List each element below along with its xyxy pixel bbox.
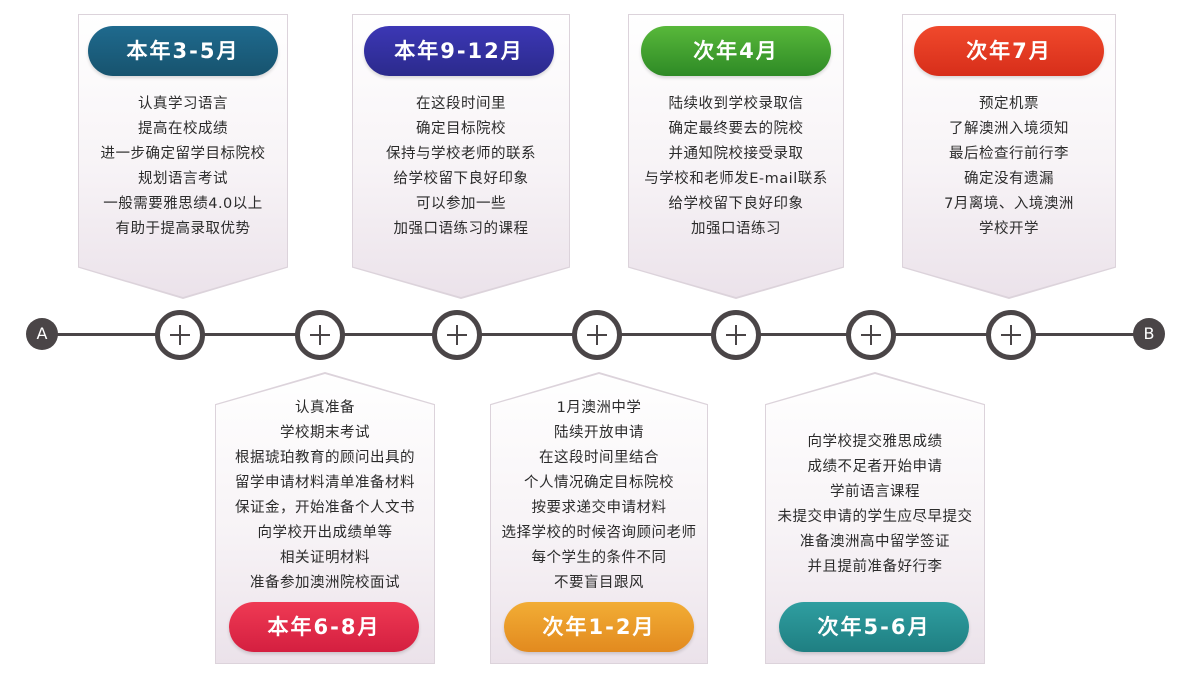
line: 提高在校成绩 (138, 121, 228, 137)
line: 1月澳洲中学 (556, 400, 642, 416)
milestone-6-text: 1月澳洲中学 陆续开放申请 在这段时间里结合 个人情况确定目标院校 按要求递交申… (490, 396, 708, 596)
line: 根据琥珀教育的顾问出具的 (235, 450, 415, 466)
line: 加强口语练习的课程 (393, 221, 529, 237)
line: 可以参加一些 (416, 196, 506, 212)
plus-circle-icon (572, 310, 622, 360)
line: 最后检查行前行李 (949, 146, 1069, 162)
period-pill-3: 次年4月 (641, 26, 831, 76)
period-pill-1: 本年3-5月 (88, 26, 278, 76)
line: 确定目标院校 (416, 121, 506, 137)
line: 准备参加澳洲院校面试 (250, 575, 400, 591)
line: 认真学习语言 (138, 96, 228, 112)
line: 个人情况确定目标院校 (524, 475, 674, 491)
line: 认真准备 (295, 400, 355, 416)
line: 给学校留下良好印象 (393, 171, 529, 187)
line: 确定最终要去的院校 (668, 121, 804, 137)
line: 进一步确定留学目标院校 (100, 146, 266, 162)
line: 确定没有遗漏 (964, 171, 1054, 187)
line: 按要求递交申请材料 (531, 500, 667, 516)
timeline-end-node: B (1133, 318, 1165, 350)
plus-circle-icon (432, 310, 482, 360)
line: 一般需要雅思绩4.0以上 (103, 196, 263, 212)
line: 7月离境、入境澳洲 (944, 196, 1074, 212)
plus-circle-icon (846, 310, 896, 360)
line: 给学校留下良好印象 (668, 196, 804, 212)
line: 保证金，开始准备个人文书 (235, 500, 415, 516)
line: 不要盲目跟风 (554, 575, 644, 591)
milestone-4-text: 预定机票 了解澳洲入境须知 最后检查行前行李 确定没有遗漏 7月离境、入境澳洲 … (902, 92, 1116, 242)
milestone-3-text: 陆续收到学校录取信 确定最终要去的院校 并通知院校接受录取 与学校和老师发E-m… (628, 92, 844, 242)
period-pill-6: 次年1-2月 (504, 602, 694, 652)
line: 有助于提高录取优势 (115, 221, 251, 237)
plus-circle-icon (711, 310, 761, 360)
line: 准备澳洲高中留学签证 (800, 534, 950, 550)
line: 并且提前准备好行李 (807, 559, 943, 575)
line: 成绩不足者开始申请 (807, 459, 943, 475)
plus-circle-icon (155, 310, 205, 360)
line: 陆续开放申请 (554, 425, 644, 441)
period-pill-4: 次年7月 (914, 26, 1104, 76)
line: 预定机票 (979, 96, 1039, 112)
line: 相关证明材料 (280, 550, 370, 566)
period-pill-5: 本年6-8月 (229, 602, 419, 652)
line: 每个学生的条件不同 (531, 550, 667, 566)
line: 与学校和老师发E-mail联系 (644, 171, 828, 187)
line: 留学申请材料清单准备材料 (235, 475, 415, 491)
line: 加强口语练习 (691, 221, 781, 237)
line: 在这段时间里结合 (539, 450, 659, 466)
period-pill-2: 本年9-12月 (364, 26, 554, 76)
line: 学校开学 (979, 221, 1039, 237)
line: 保持与学校老师的联系 (386, 146, 536, 162)
timeline-start-node: A (26, 318, 58, 350)
line: 学前语言课程 (830, 484, 920, 500)
period-pill-7: 次年5-6月 (779, 602, 969, 652)
line: 未提交申请的学生应尽早提交 (777, 509, 973, 525)
line: 在这段时间里 (416, 96, 506, 112)
line: 选择学校的时候咨询顾问老师 (501, 525, 697, 541)
line: 学校期末考试 (280, 425, 370, 441)
milestone-1-text: 认真学习语言 提高在校成绩 进一步确定留学目标院校 规划语言考试 一般需要雅思绩… (78, 92, 288, 242)
line: 并通知院校接受录取 (668, 146, 804, 162)
milestone-5-text: 认真准备 学校期末考试 根据琥珀教育的顾问出具的 留学申请材料清单准备材料 保证… (215, 396, 435, 596)
line: 陆续收到学校录取信 (668, 96, 804, 112)
plus-circle-icon (986, 310, 1036, 360)
milestone-2-text: 在这段时间里 确定目标院校 保持与学校老师的联系 给学校留下良好印象 可以参加一… (352, 92, 570, 242)
line: 了解澳洲入境须知 (949, 121, 1069, 137)
line: 向学校开出成绩单等 (257, 525, 393, 541)
milestone-7-text: 向学校提交雅思成绩 成绩不足者开始申请 学前语言课程 未提交申请的学生应尽早提交… (765, 430, 985, 580)
line: 规划语言考试 (138, 171, 228, 187)
plus-circle-icon (295, 310, 345, 360)
line: 向学校提交雅思成绩 (807, 434, 943, 450)
